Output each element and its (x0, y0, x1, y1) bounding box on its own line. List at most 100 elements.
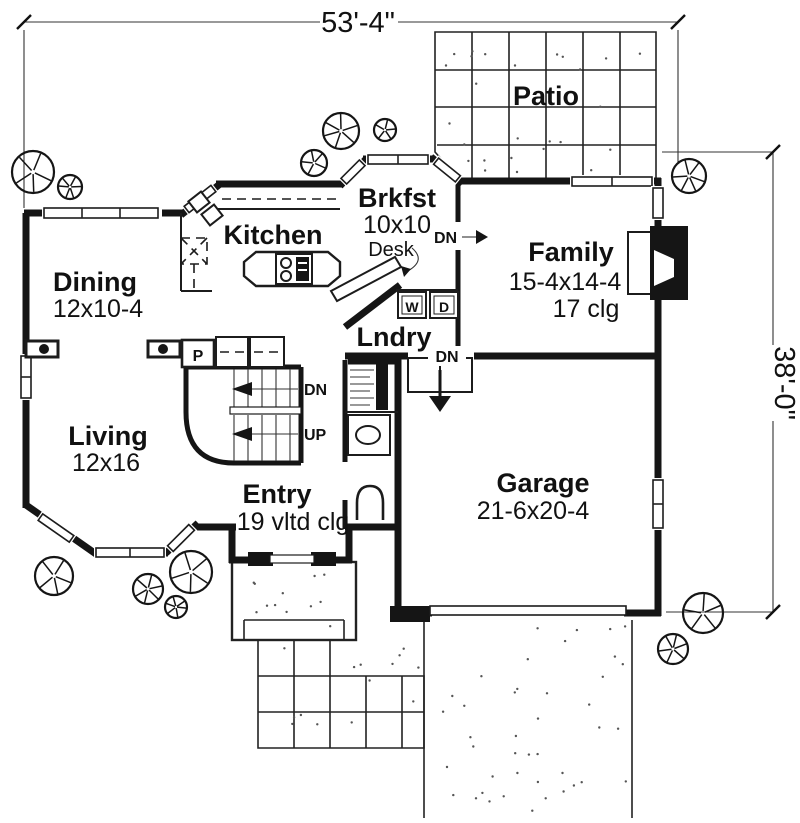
stipple-dot (402, 647, 405, 650)
up-arrow-icon (232, 427, 252, 441)
garage-step-arrow-icon (429, 396, 451, 412)
stipple-dot (451, 694, 454, 698)
family-ceiling: 17 clg (553, 295, 620, 323)
family-label: Family (528, 237, 614, 267)
family-step-down: DN (434, 230, 488, 247)
stipple-dot (545, 692, 549, 695)
stipple-dot (536, 627, 539, 630)
stipple-dot (563, 639, 567, 643)
tree-icon (670, 157, 708, 195)
tree-icon (372, 117, 398, 143)
stipple-dot (467, 159, 470, 163)
garage-size: 21-6x20-4 (477, 497, 590, 525)
stipple-dot (417, 666, 420, 669)
stipple-dot (463, 143, 466, 146)
toilet-icon (355, 484, 385, 520)
stipple-dot (441, 710, 445, 713)
dimension-lines: 53'-4" 38'-0" (16, 5, 800, 620)
stipple-dot (350, 721, 353, 724)
stipple-dot (598, 726, 601, 729)
stipple-dot (391, 662, 394, 666)
living-label: Living (68, 421, 148, 451)
stipple-dot (516, 771, 519, 775)
stipple-dot (283, 647, 286, 650)
stipple-dot (329, 625, 332, 628)
door-jambs (248, 552, 430, 622)
stipple-dot (412, 700, 415, 703)
stipple-dot (588, 703, 591, 706)
desk: Desk (329, 239, 419, 303)
stipple-dot (488, 800, 491, 803)
stipple-dot (599, 105, 602, 108)
overall-depth-dimension: 38'-0" (768, 346, 800, 420)
tree-icon (56, 173, 84, 201)
stipple-dot (323, 573, 326, 576)
family-size: 15-4x14-4 (509, 268, 622, 296)
stipple-dot (561, 55, 564, 58)
pantry-label: P (193, 348, 204, 365)
stipple-dot (316, 723, 319, 726)
staircase: DN UP (229, 369, 327, 461)
stipple-dot (510, 156, 513, 160)
stipple-dot (255, 611, 258, 614)
breakfast-size: 10x10 (363, 211, 431, 239)
tree-icon (168, 549, 214, 595)
stipple-dot (590, 169, 593, 172)
stipple-dot (638, 52, 642, 55)
stipple-dot (273, 603, 277, 607)
washer-label: W (405, 299, 419, 315)
entry-label: Entry (242, 479, 311, 509)
dryer-label: D (439, 299, 449, 315)
garage-label: Garage (496, 468, 589, 498)
stipple-dot (448, 122, 451, 125)
stipple-dot (313, 574, 316, 578)
family-down-label: DN (434, 230, 457, 247)
kitchen-label: Kitchen (223, 220, 322, 250)
stipple-dot (624, 780, 627, 783)
patio-label: Patio (513, 81, 579, 111)
laundry-fixtures: W D DN (396, 289, 473, 412)
stipple-dot (516, 687, 519, 691)
stipple-dot (368, 679, 371, 682)
stipple-dot (474, 797, 478, 800)
stipple-dot (469, 736, 472, 739)
stipple-dot (544, 797, 547, 800)
corner-sink-icon (186, 190, 225, 227)
stipple-dot (471, 50, 474, 53)
desk-label: Desk (368, 239, 415, 261)
stipple-dot (513, 691, 516, 694)
stipple-dot (475, 82, 478, 85)
stipple-dot (623, 625, 627, 628)
stipple-dot (516, 137, 519, 140)
stipple-dot (281, 592, 284, 595)
stipple-dot (483, 159, 486, 162)
stipple-dot (555, 53, 559, 56)
tree-icon (131, 572, 165, 606)
stipple-dot (481, 791, 484, 795)
tree-icon (163, 594, 189, 620)
stipple-dot (562, 790, 565, 793)
garage-door (429, 605, 627, 616)
stipple-dot (601, 675, 604, 678)
tree-icon (656, 632, 690, 666)
stipple-dot (621, 663, 624, 666)
stipple-dot (252, 581, 255, 584)
stipple-dot (265, 604, 269, 607)
stipple-dot (472, 745, 475, 748)
stipple-dot (359, 663, 362, 666)
stipple-dot (616, 727, 620, 730)
living-size: 12x16 (72, 449, 140, 477)
down-arrow-icon (232, 382, 252, 396)
stipple-dot (398, 654, 401, 657)
stipple-dot (575, 628, 579, 632)
stipple-dot (613, 655, 617, 658)
trees (10, 111, 725, 666)
stipple-dot (531, 809, 534, 812)
stipple-dot (513, 64, 517, 67)
windows (19, 153, 665, 560)
stipple-dot (319, 600, 322, 604)
island-icon (242, 250, 342, 288)
dining-size: 12x10-4 (53, 295, 143, 323)
stipple-dot (285, 610, 288, 614)
stipple-dot (609, 627, 612, 631)
